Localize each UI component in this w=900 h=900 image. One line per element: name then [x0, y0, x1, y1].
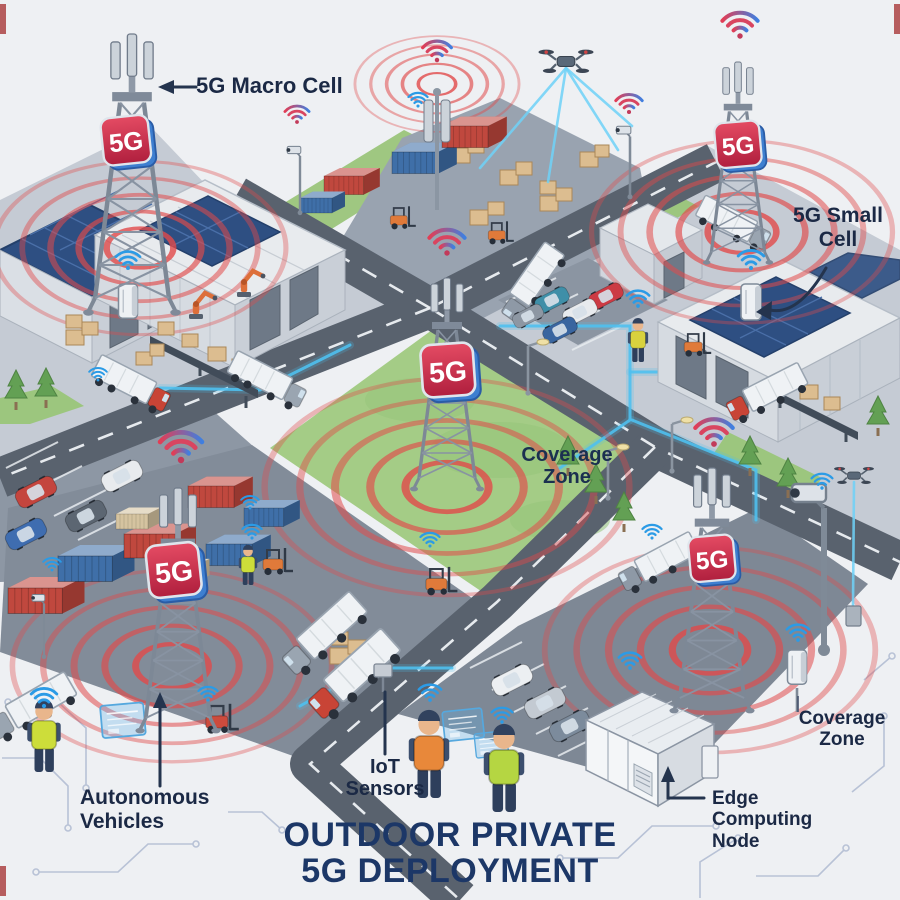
tower-5g-sign [98, 112, 159, 173]
small-cell-pole-right [786, 649, 808, 712]
tower-5g-sign [143, 539, 210, 606]
annotation-leaders [153, 80, 828, 800]
tower-5g-sign [686, 532, 743, 589]
small-cell-unit-target [740, 283, 762, 321]
edge-computing-node [584, 691, 719, 808]
small-cell-unit [117, 283, 139, 319]
yard-bottomright [398, 508, 868, 790]
small-cell-pole-top [423, 88, 451, 210]
drone-right [833, 466, 875, 627]
drone-with-beams [478, 48, 634, 184]
tower-5g-sign [418, 340, 483, 405]
tower-5g-sign [712, 118, 769, 175]
iot-sensor-device [373, 663, 393, 692]
circuit-traces [0, 4, 900, 898]
